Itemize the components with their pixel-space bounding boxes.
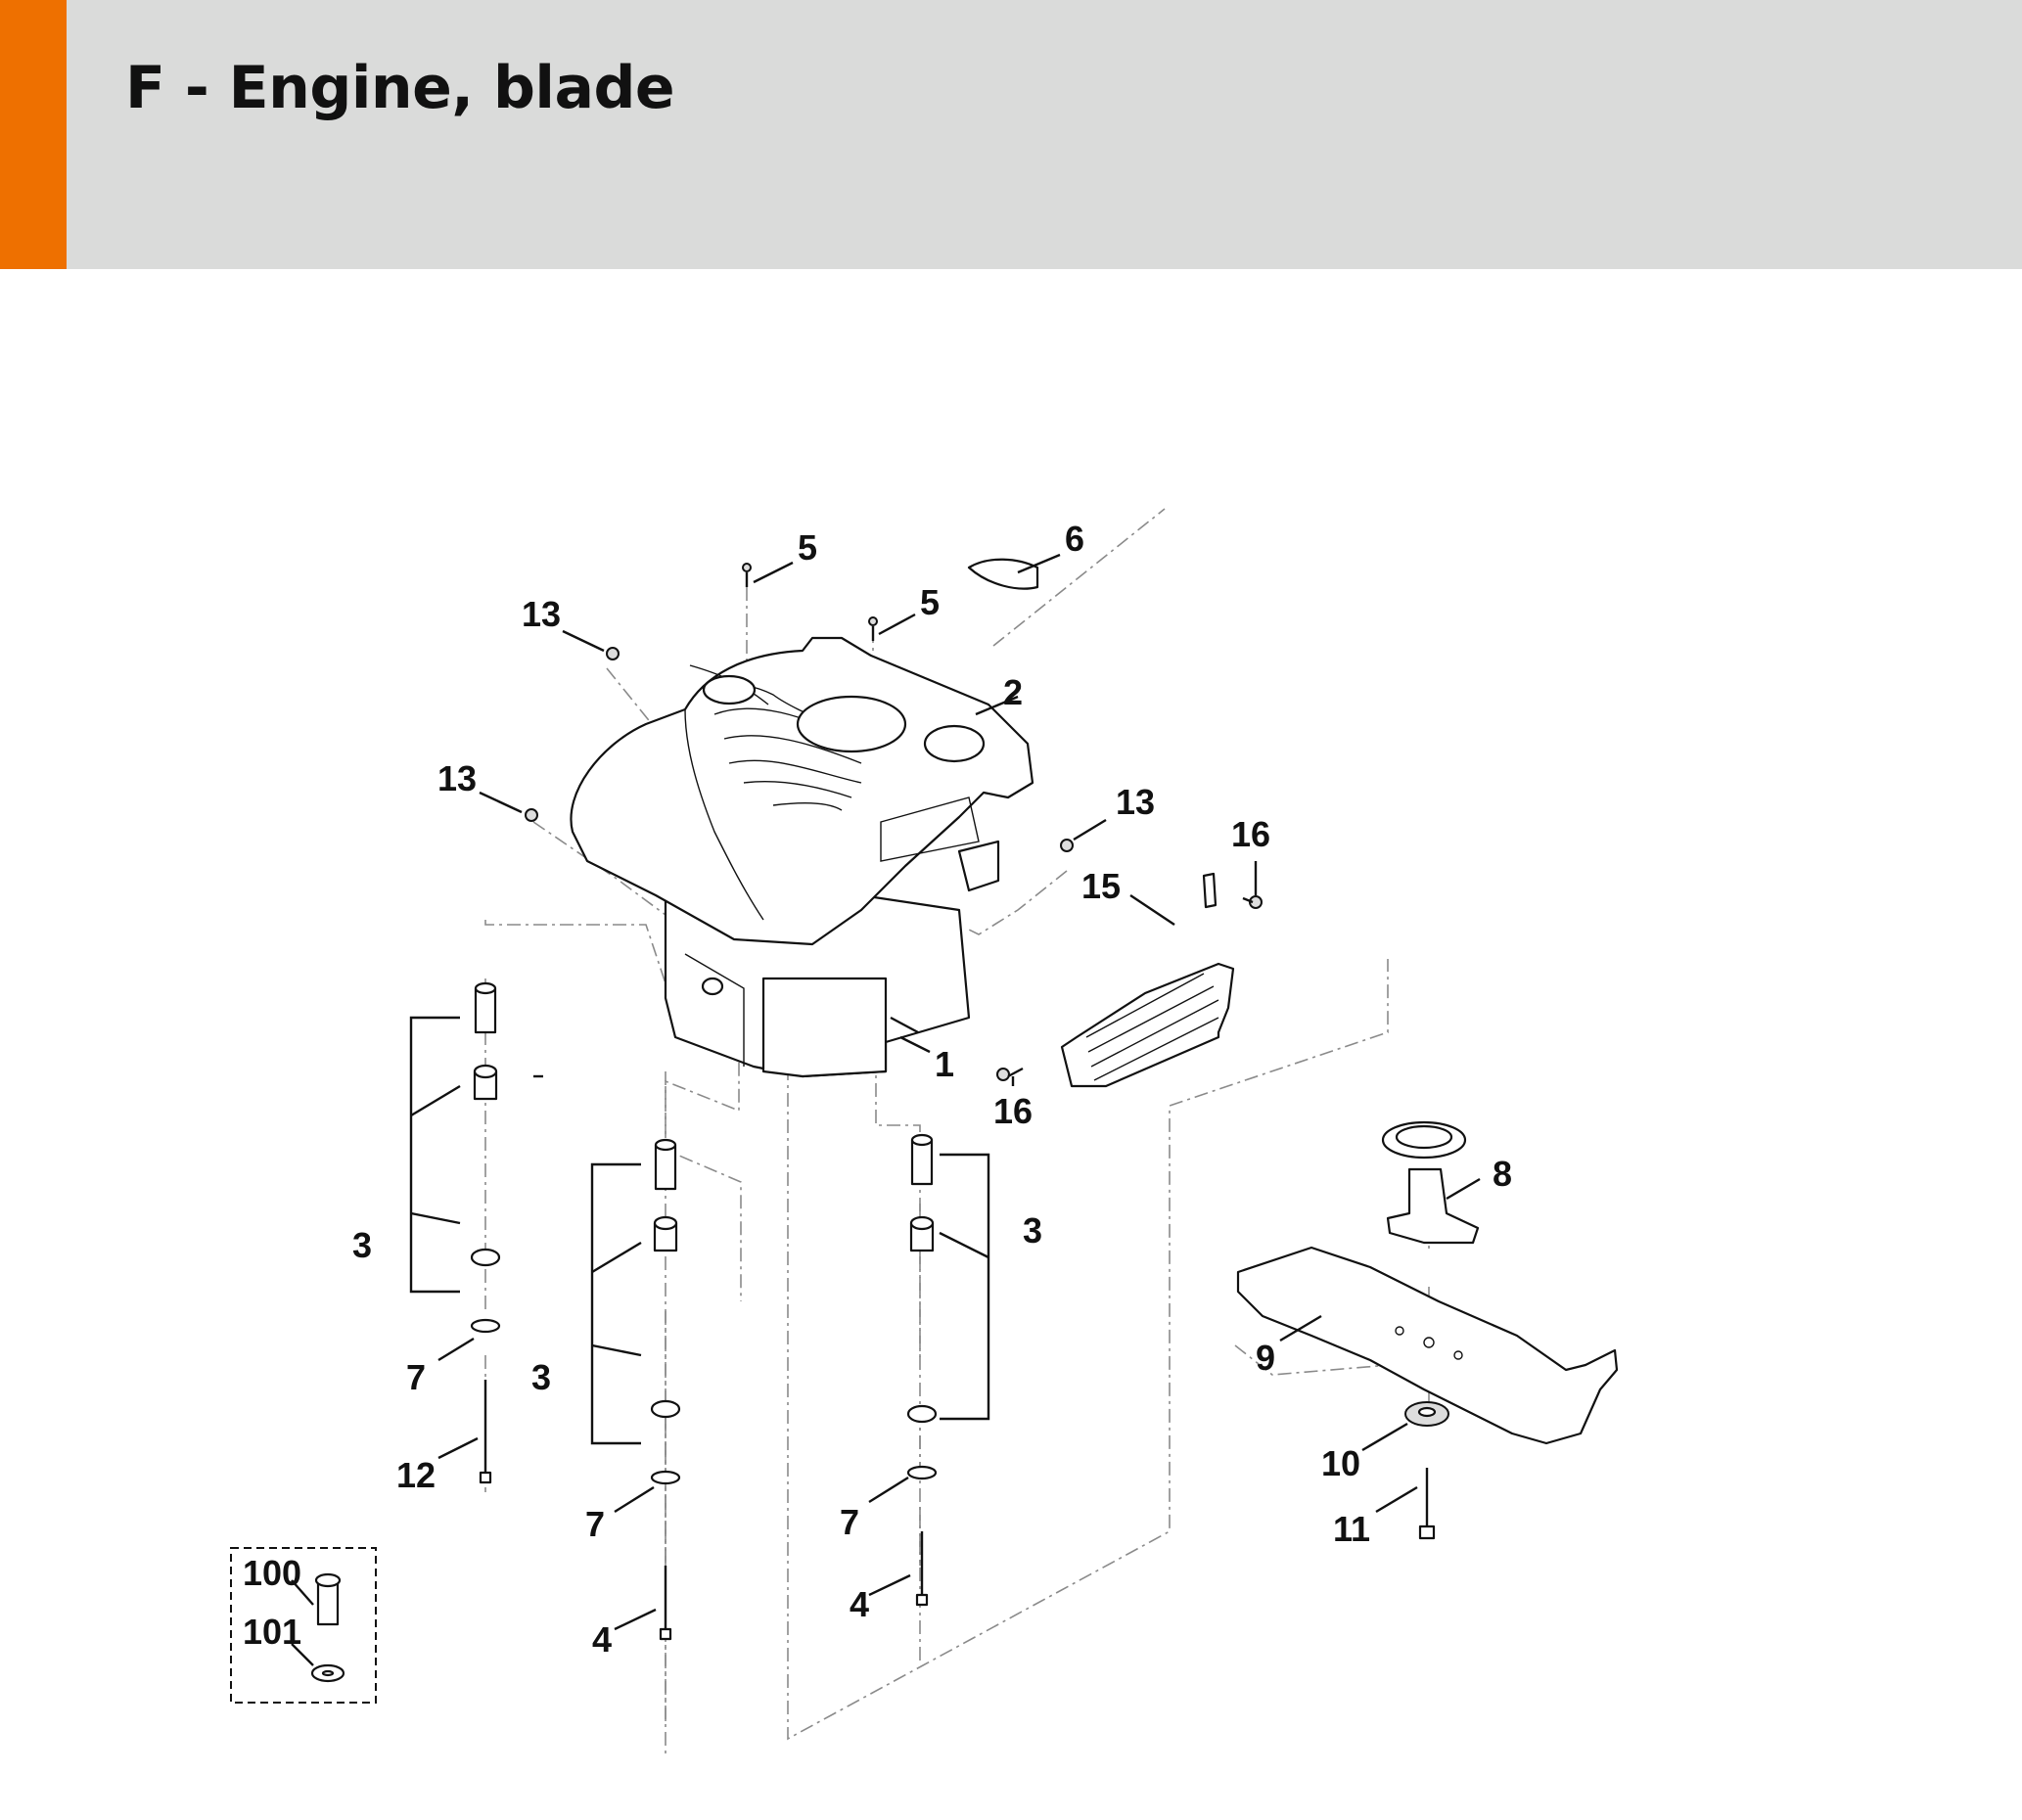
label-2: 2 (1003, 672, 1023, 712)
label-13b: 13 (437, 758, 477, 798)
label-8: 8 (1493, 1154, 1512, 1194)
label-101: 101 (243, 1612, 301, 1652)
bolt-16a (1242, 895, 1263, 909)
label-100: 100 (243, 1553, 301, 1593)
mower-blade (1236, 1246, 1619, 1445)
label-4-middle: 4 (592, 1619, 612, 1660)
label-6: 6 (1065, 519, 1084, 559)
blade-adapter (1381, 1120, 1480, 1245)
mount-assembly-middle (650, 1138, 681, 1641)
label-15: 15 (1081, 866, 1121, 906)
screw-5b (868, 616, 878, 641)
page-title: F - Engine, blade (125, 54, 675, 122)
inset-box (230, 1547, 377, 1704)
part-labels: 1 2 3 3 3 4 4 5 5 6 7 7 7 8 9 10 11 12 1… (243, 519, 1512, 1660)
label-5a: 5 (798, 527, 817, 568)
nut-13c (1060, 839, 1074, 852)
label-9: 9 (1256, 1338, 1275, 1378)
label-5b: 5 (920, 582, 940, 622)
mount-assembly-left (470, 981, 501, 1484)
bolt-16b (996, 1067, 1024, 1081)
label-16b: 16 (993, 1091, 1033, 1131)
label-3-right: 3 (1023, 1210, 1042, 1251)
nut-13b (525, 808, 538, 822)
blade-bolt (1418, 1468, 1436, 1540)
bracket-lines (409, 1016, 990, 1445)
engine-hood (570, 636, 1034, 946)
leader-lines (291, 553, 1481, 1666)
accent-bar (0, 0, 67, 269)
label-13c: 13 (1116, 782, 1155, 822)
label-1: 1 (935, 1044, 954, 1084)
label-11: 11 (1333, 1509, 1370, 1549)
label-13a: 13 (522, 594, 561, 634)
label-3-middle: 3 (531, 1357, 551, 1397)
mount-assembly-right (906, 1133, 938, 1607)
label-3-left: 3 (352, 1225, 372, 1265)
label-7-middle: 7 (585, 1504, 605, 1544)
label-16a: 16 (1231, 814, 1270, 854)
blade-washer (1404, 1401, 1449, 1427)
header-bar: F - Engine, blade (0, 0, 2022, 269)
nut-13a (606, 647, 620, 660)
muffler (1060, 872, 1235, 1088)
label-plate (967, 558, 1039, 590)
label-12: 12 (396, 1455, 436, 1495)
screw-5a (742, 563, 752, 587)
label-7-right: 7 (840, 1502, 859, 1542)
label-10: 10 (1321, 1443, 1360, 1483)
label-7-left: 7 (406, 1357, 426, 1397)
label-4-right: 4 (850, 1584, 869, 1624)
